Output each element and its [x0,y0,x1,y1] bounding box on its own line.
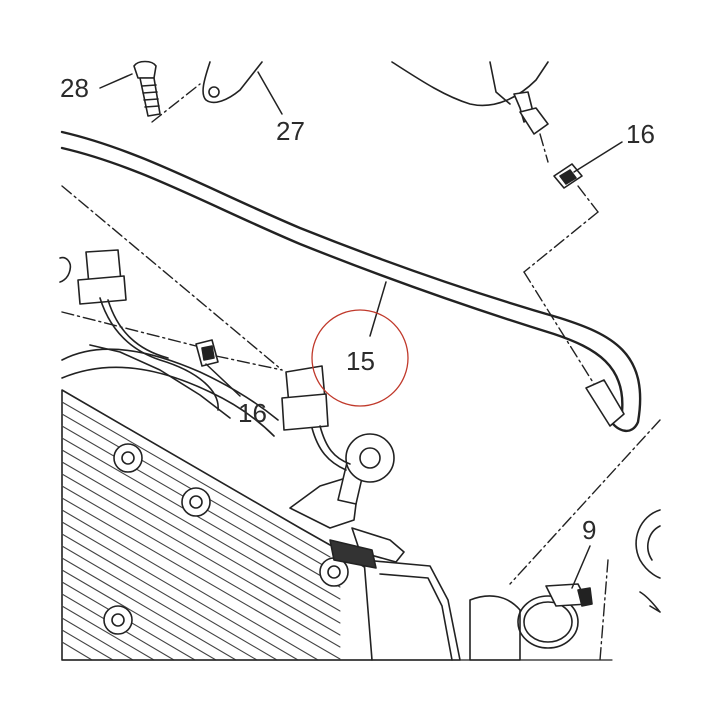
right-edge-parts [635,509,661,613]
bolt-28 [133,60,161,117]
highlight-circle [311,309,409,407]
cable-tie-right [553,163,583,189]
hose-clamp-9 [517,583,593,649]
callout-28: 28 [60,73,89,103]
assembly-lines [61,83,661,661]
callout-15: 15 [346,346,375,376]
bracket-27 [202,61,263,104]
callout-9: 9 [582,515,597,545]
center-connector [281,365,351,471]
leader-lines [99,71,623,589]
callout-16-top: 16 [626,119,655,149]
sensor-bracket [289,433,405,569]
left-connector [59,249,219,411]
sensor-cable [60,130,642,432]
callout-27: 27 [276,116,305,146]
expansion-tank [391,61,549,135]
callout-16-left: 16 [238,398,267,428]
radiator-grommets [103,443,349,635]
cable-tie-left [195,339,219,367]
